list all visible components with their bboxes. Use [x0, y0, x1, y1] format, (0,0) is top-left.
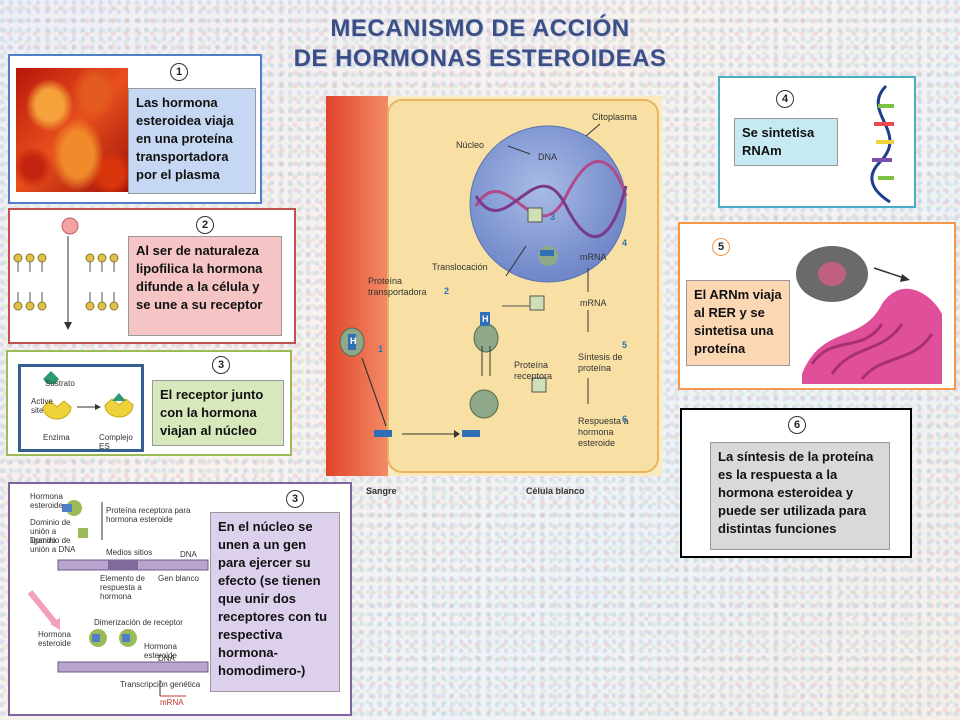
marker-6: 6 [622, 414, 628, 424]
lipid-head [25, 253, 35, 263]
lipid-head [13, 301, 23, 311]
step-4-text: Se sintetisa RNAm [734, 118, 838, 166]
mrna-label-1: mRNA [580, 252, 607, 262]
step-5-panel: 5 El ARNm viaja al RER y se sintetisa un… [678, 222, 956, 390]
title-line-1: MECANISMO DE ACCIÓN [330, 15, 630, 42]
medios-sitios-label: Medios sitios [106, 548, 153, 557]
celula-blanco-label: Célula blanco [526, 486, 585, 496]
dimerizacion-label: Dimerización de receptor [94, 618, 183, 627]
membrane-diagram [13, 217, 119, 330]
lipid-head [13, 253, 23, 263]
step-1-panel: 1 Las hormona esteroidea viaja en una pr… [8, 54, 262, 204]
mrna-label: mRNA [160, 698, 184, 707]
marker-2: 2 [444, 286, 450, 296]
dna-label-1: DNA [180, 550, 197, 559]
elemento-label: Elemento de respuesta a hormona [100, 574, 145, 601]
marker-5: 5 [622, 340, 628, 350]
step-4-number: 4 [776, 90, 794, 108]
lipid-head [85, 253, 95, 263]
sustrato-label: Sustrato [45, 379, 75, 388]
step-3-number: 3 [212, 356, 230, 374]
lipid-head [109, 253, 119, 263]
lipid-head [97, 301, 107, 311]
sangre-label: Sangre [366, 486, 397, 496]
step-2-number: 2 [196, 216, 214, 234]
respuesta-label: Respuesta a hormona esteroide [578, 416, 629, 448]
step-6-text: La síntesis de la proteína es la respues… [710, 442, 890, 550]
rna-strand-image [870, 84, 894, 204]
hormona-esteroide-label-2: Hormona esteroide [38, 630, 71, 648]
h-label-1: H [350, 336, 357, 346]
mrna-label-2: mRNA [580, 298, 607, 308]
step-1-number: 1 [170, 63, 188, 81]
center-cell-diagram: Citoplasma Núcleo DNA Translocación mRNA… [326, 96, 662, 496]
dna-label-2: DNA [158, 654, 175, 663]
lipid-head [97, 253, 107, 263]
complejo-label: Complejo ES [99, 433, 133, 451]
hormona-esteroide-label-3: Hormona esteroide [144, 642, 177, 660]
enzima-label: Enzima [43, 433, 70, 442]
active-site-label: Active site [31, 397, 53, 415]
dominio-dna-label: Dominio de unión a DNA [30, 536, 76, 554]
nucleo-label: Núcleo [456, 140, 485, 150]
lipid-head [25, 301, 35, 311]
dominio-ligando-label: Dominio de unión a ligando [30, 518, 71, 545]
proteina-transportadora-label: Proteína transportadora [368, 276, 427, 297]
nuclear-receptor-diagram [27, 500, 209, 697]
step-5-number: 5 [712, 238, 730, 256]
translocacion-label: Translocación [432, 262, 488, 272]
page-title: MECANISMO DE ACCIÓN DE HORMONAS ESTEROID… [290, 14, 670, 74]
title-line-2: DE HORMONAS ESTEROIDEAS [293, 45, 667, 72]
transcripcion-label: Transcripción genética [120, 680, 201, 689]
marker-4: 4 [622, 238, 628, 248]
marker-3: 3 [550, 212, 556, 222]
step-2-panel: 2 Al ser de naturaleza lipofilica la hor… [8, 208, 296, 344]
hormona-esteroide-label: Hormona esteroide [30, 492, 63, 510]
lipid-head [85, 301, 95, 311]
proteina-receptora-label: Proteína receptora para hormona esteroid… [106, 506, 191, 524]
step-3b-number: 3 [286, 490, 304, 508]
marker-1: 1 [378, 344, 384, 354]
lipid-head [109, 301, 119, 311]
enzyme-diagram: Sustrato Active site Enzima Complejo ES [18, 364, 144, 452]
step-1-text: Las hormona esteroidea viaja en una prot… [128, 88, 256, 194]
step-3-panel: Sustrato Active site Enzima Complejo ES … [6, 350, 292, 456]
step-3b-text: En el núcleo se unen a un gen para ejerc… [210, 512, 340, 692]
step-2-text: Al ser de naturaleza lipofilica la hormo… [128, 236, 282, 336]
h-label-2: H [482, 314, 489, 324]
lipid-head [37, 253, 47, 263]
rer-image [796, 246, 942, 384]
proteina-receptora-label: Proteína receptora [514, 360, 553, 381]
citoplasma-label: Citoplasma [592, 112, 638, 122]
blood-cells-image [16, 68, 128, 192]
step-3-text: El receptor junto con la hormona viajan … [152, 380, 284, 446]
step-5-text: El ARNm viaja al RER y se sintetisa una … [686, 280, 790, 366]
sintesis-label: Síntesis de proteína [578, 352, 623, 373]
step-6-panel: 6 La síntesis de la proteína es la respu… [680, 408, 912, 558]
lipid-head [37, 301, 47, 311]
step-3b-panel: Hormona esteroide Proteína receptora par… [8, 482, 352, 716]
dna-label: DNA [538, 152, 558, 162]
gen-blanco-label: Gen blanco [158, 574, 199, 583]
step-4-panel: 4 Se sintetisa RNAm [718, 76, 916, 208]
step-6-number: 6 [788, 416, 806, 434]
